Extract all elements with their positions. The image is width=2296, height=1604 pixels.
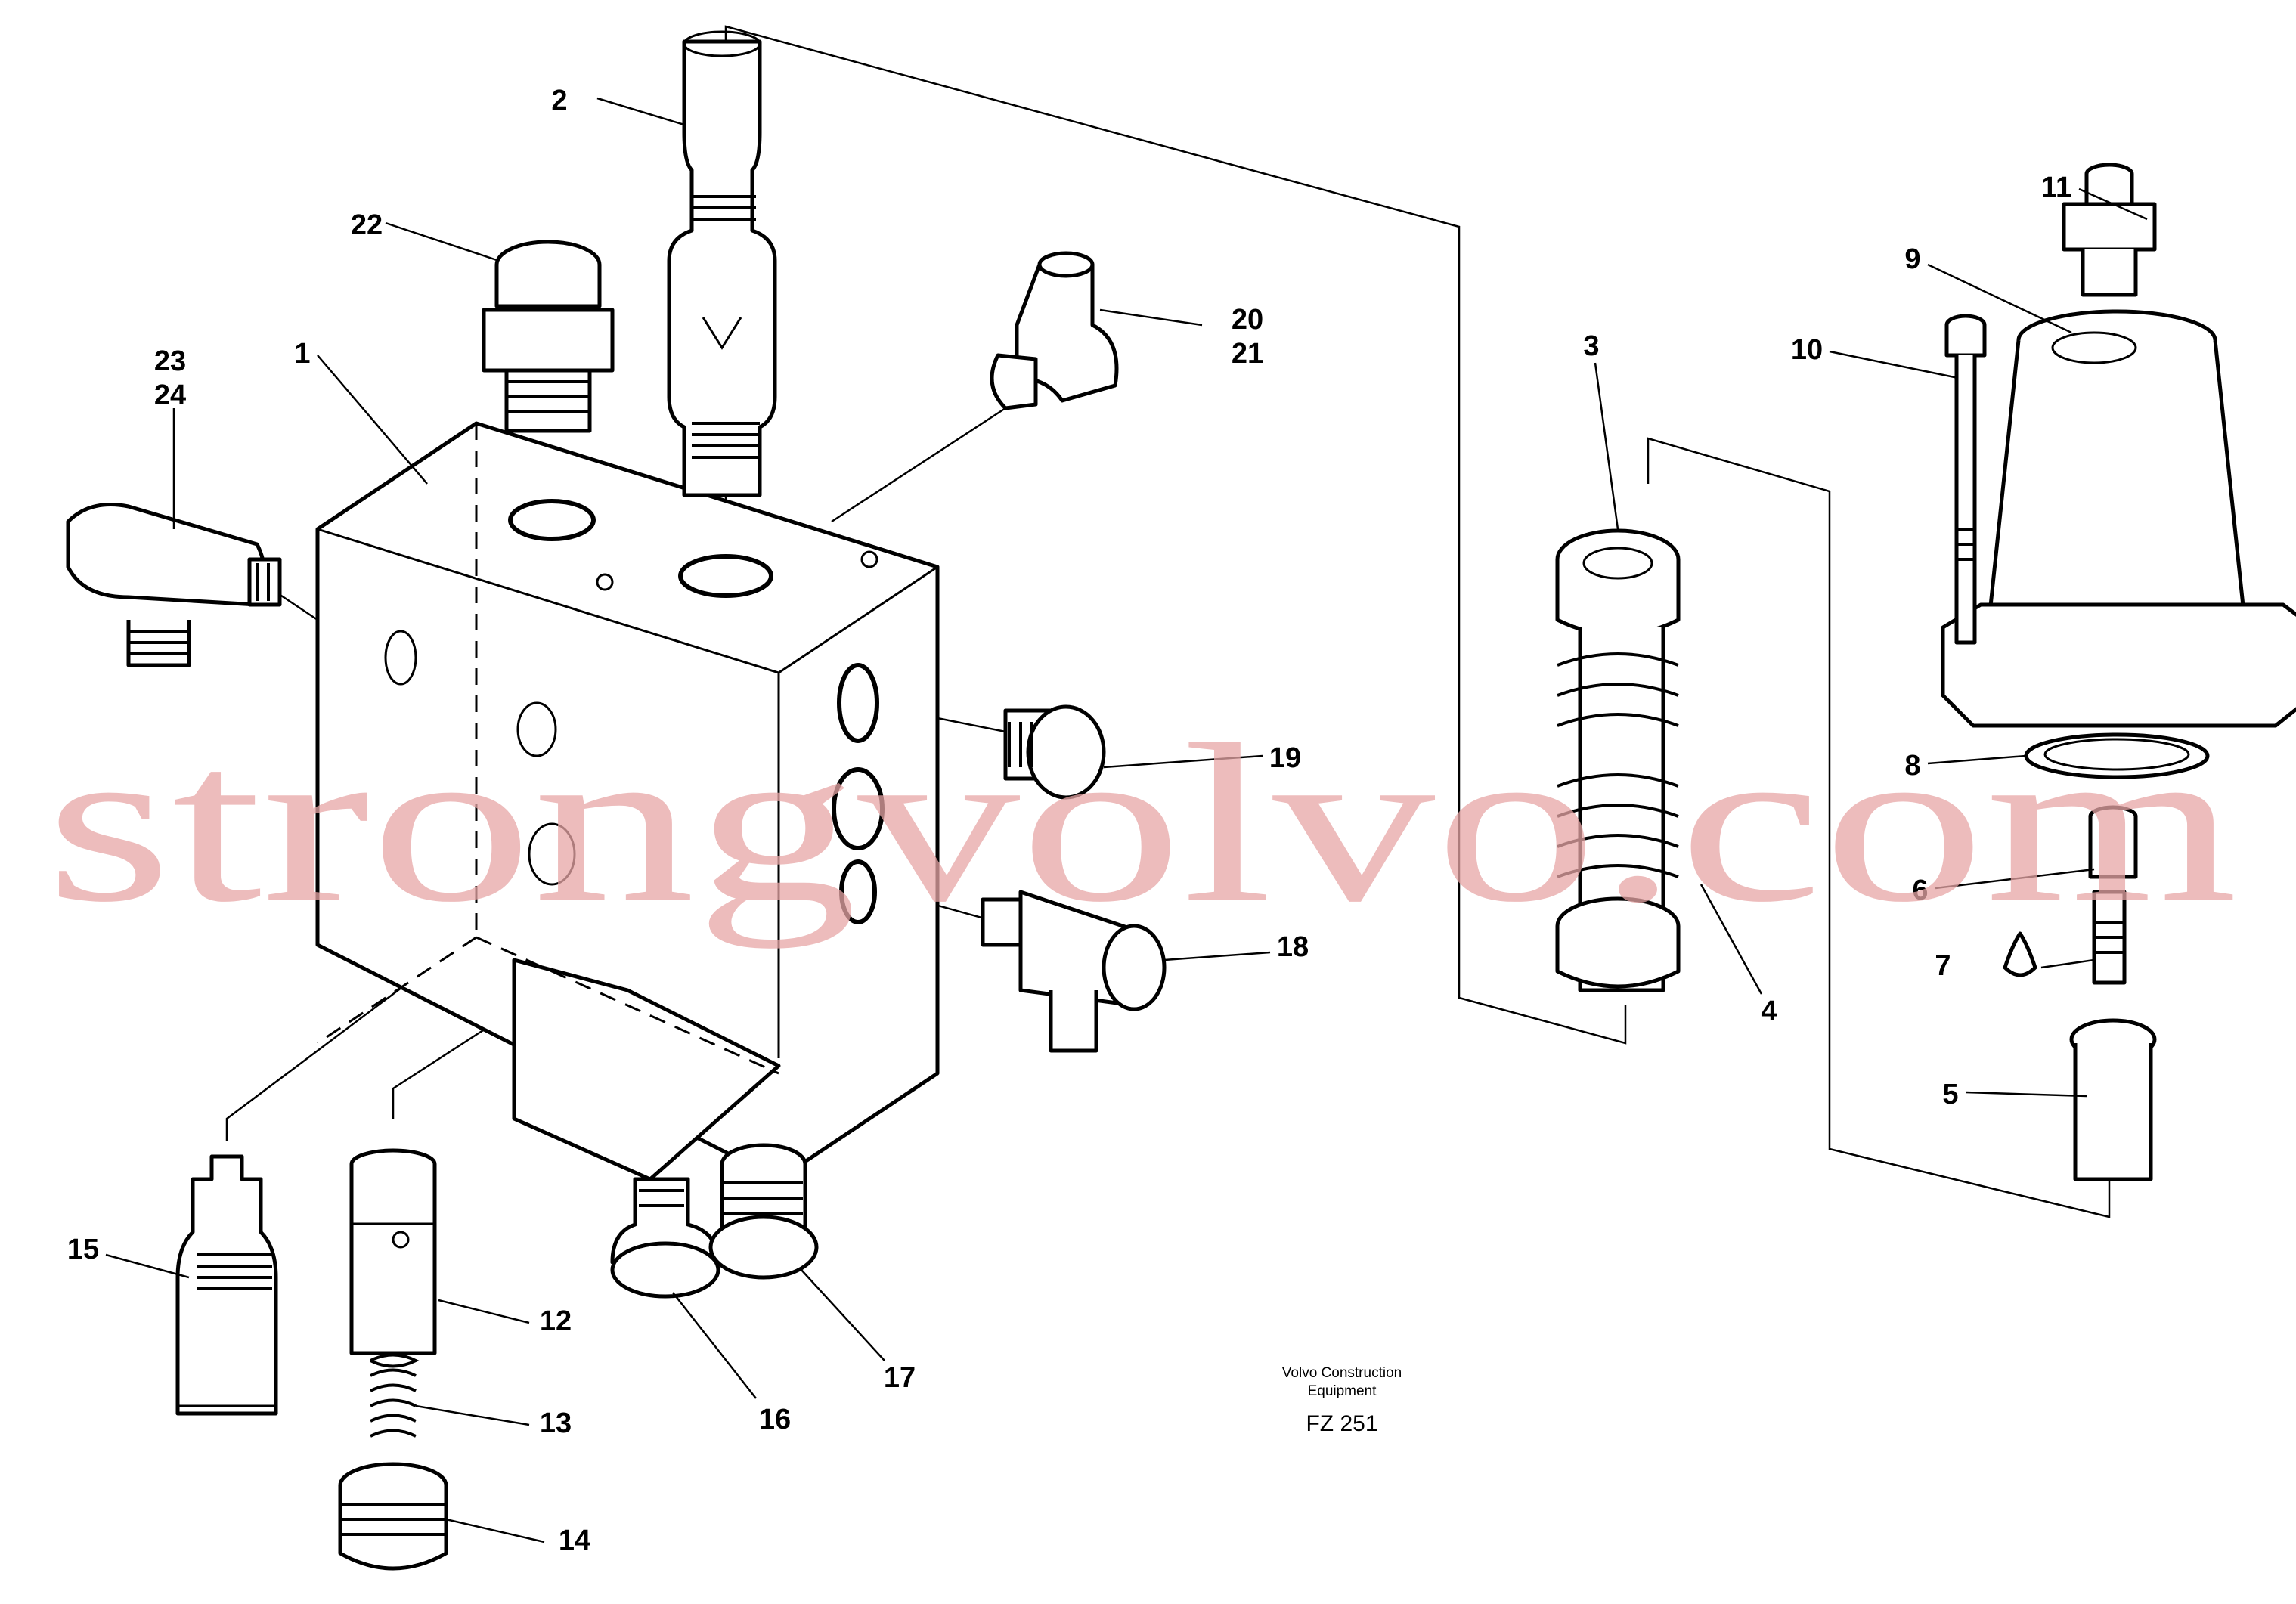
- leader-lines: [105, 97, 2148, 1544]
- callout-16: 16: [759, 1404, 791, 1435]
- part-17-plug: [708, 1143, 819, 1280]
- callout-8: 8: [1904, 750, 1920, 782]
- part-11-vent: [2062, 163, 2157, 297]
- callout-22: 22: [351, 209, 383, 241]
- callout-labels: 2 22 23 24 1 20 21 19 18 3 4 11 9 10 8 6…: [67, 85, 2071, 1556]
- callout-4: 4: [1761, 996, 1777, 1027]
- part-20-elbow: [990, 251, 1119, 410]
- callout-12: 12: [540, 1305, 572, 1337]
- part-23-tee-fitting: [66, 503, 282, 667]
- callout-18: 18: [1277, 931, 1309, 963]
- part-22-adapter: [482, 240, 615, 433]
- callout-23: 23: [154, 345, 186, 377]
- part-12-piston: [349, 1148, 437, 1355]
- valve-block: [315, 421, 940, 1181]
- part-10-bolt: [1944, 314, 1987, 645]
- part-5-sleeve: [2069, 1018, 2157, 1181]
- drawing-code: FZ 251: [1306, 1411, 1377, 1436]
- callout-15: 15: [67, 1234, 99, 1265]
- callout-24: 24: [154, 379, 186, 411]
- watermark: strongvolvo.com: [45, 698, 2238, 949]
- callout-2: 2: [551, 85, 567, 116]
- part-16-plug: [610, 1177, 720, 1299]
- part-13-spring: [370, 1353, 420, 1438]
- callout-14: 14: [559, 1525, 590, 1556]
- callout-1: 1: [294, 338, 310, 370]
- callout-21: 21: [1232, 338, 1263, 370]
- part-3-spool: [1555, 528, 1681, 992]
- callout-3: 3: [1583, 330, 1599, 362]
- callout-6: 6: [1912, 875, 1928, 906]
- part-14-plug: [338, 1462, 448, 1571]
- part-9-housing: [1941, 309, 2296, 728]
- callout-9: 9: [1904, 243, 1920, 275]
- drawing-caption: Volvo Construction Equipment FZ 251: [1282, 1365, 1402, 1436]
- callout-10: 10: [1791, 334, 1823, 366]
- callout-11: 11: [2041, 172, 2071, 203]
- part-15-cartridge: [175, 1154, 278, 1416]
- part-6-pin: [2088, 805, 2138, 879]
- part-2-spool: [667, 30, 777, 497]
- part-19-plug: [1003, 704, 1106, 800]
- callout-20: 20: [1232, 304, 1263, 336]
- part-4-spring: [1557, 652, 1679, 878]
- callout-13: 13: [540, 1407, 572, 1439]
- callout-17: 17: [884, 1362, 916, 1394]
- caption-line-2: Equipment: [1308, 1383, 1377, 1399]
- caption-line-1: Volvo Construction: [1282, 1365, 1402, 1381]
- part-18-elbow: [981, 890, 1167, 1053]
- part-7-needle: [2003, 890, 2127, 985]
- callout-19: 19: [1269, 742, 1301, 774]
- callout-5: 5: [1942, 1079, 1958, 1110]
- callout-7: 7: [1935, 950, 1951, 982]
